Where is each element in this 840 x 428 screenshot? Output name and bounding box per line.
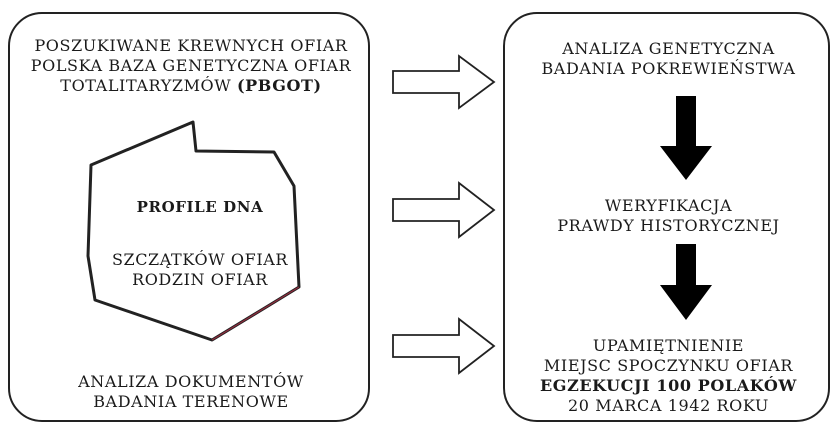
- right-mid-text: WERYFIKACJA PRAWDY HISTORYCZNEJ: [505, 196, 832, 236]
- right-bottom-line-3-bold: EGZEKUCJI 100 POLAKÓW: [540, 376, 797, 395]
- poland-outline-icon: [86, 120, 301, 342]
- right-arrow-outline-icon: [392, 317, 496, 375]
- dna-profile-lines: SZCZĄTKÓW OFIAR RODZIN OFIAR: [90, 250, 310, 290]
- left-panel: POSZUKIWANE KREWNYCH OFIAR POLSKA BAZA G…: [8, 12, 370, 422]
- right-mid-line-2: PRAWDY HISTORYCZNEJ: [557, 216, 780, 235]
- left-bottom-line-2: BADANIA TERENOWE: [93, 392, 289, 411]
- left-top-line-3-prefix: TOTALITARYZMÓW: [60, 76, 237, 95]
- left-top-line-3-bold: (PBGOT): [237, 76, 322, 95]
- left-top-text: POSZUKIWANE KREWNYCH OFIAR POLSKA BAZA G…: [10, 36, 372, 96]
- right-bottom-line-4: 20 MARCA 1942 ROKU: [568, 396, 769, 415]
- right-bottom-line-1: UPAMIĘTNIENIE: [592, 336, 745, 355]
- right-panel: ANALIZA GENETYCZNA BADANIA POKREWIEŃSTWA…: [503, 12, 830, 422]
- down-arrow-solid-icon: [660, 96, 712, 180]
- down-arrow-solid-icon: [660, 244, 712, 320]
- right-bottom-text: UPAMIĘTNIENIE MIEJSC SPOCZYNKU OFIAR EGZ…: [505, 336, 832, 416]
- right-top-text: ANALIZA GENETYCZNA BADANIA POKREWIEŃSTWA: [505, 39, 832, 79]
- left-bottom-line-1: ANALIZA DOKUMENTÓW: [78, 372, 304, 391]
- right-arrow-outline-icon: [392, 54, 496, 110]
- left-top-line-1: POSZUKIWANE KREWNYCH OFIAR: [34, 36, 348, 55]
- left-top-line-2: POLSKA BAZA GENETYCZNA OFIAR: [30, 56, 352, 75]
- left-bottom-text: ANALIZA DOKUMENTÓW BADANIA TERENOWE: [10, 372, 372, 412]
- dna-profile-title: PROFILE DNA: [136, 198, 264, 216]
- right-arrow-outline-icon: [392, 181, 496, 239]
- right-mid-line-1: WERYFIKACJA: [604, 196, 733, 215]
- left-top-line-3: TOTALITARYZMÓW (PBGOT): [10, 76, 372, 96]
- right-top-line-1: ANALIZA GENETYCZNA: [562, 39, 775, 58]
- dna-line-2: RODZIN OFIAR: [132, 270, 268, 289]
- dna-line-1: SZCZĄTKÓW OFIAR: [111, 250, 289, 269]
- right-bottom-line-2: MIEJSC SPOCZYNKU OFIAR: [543, 356, 794, 375]
- right-top-line-2: BADANIA POKREWIEŃSTWA: [541, 59, 796, 78]
